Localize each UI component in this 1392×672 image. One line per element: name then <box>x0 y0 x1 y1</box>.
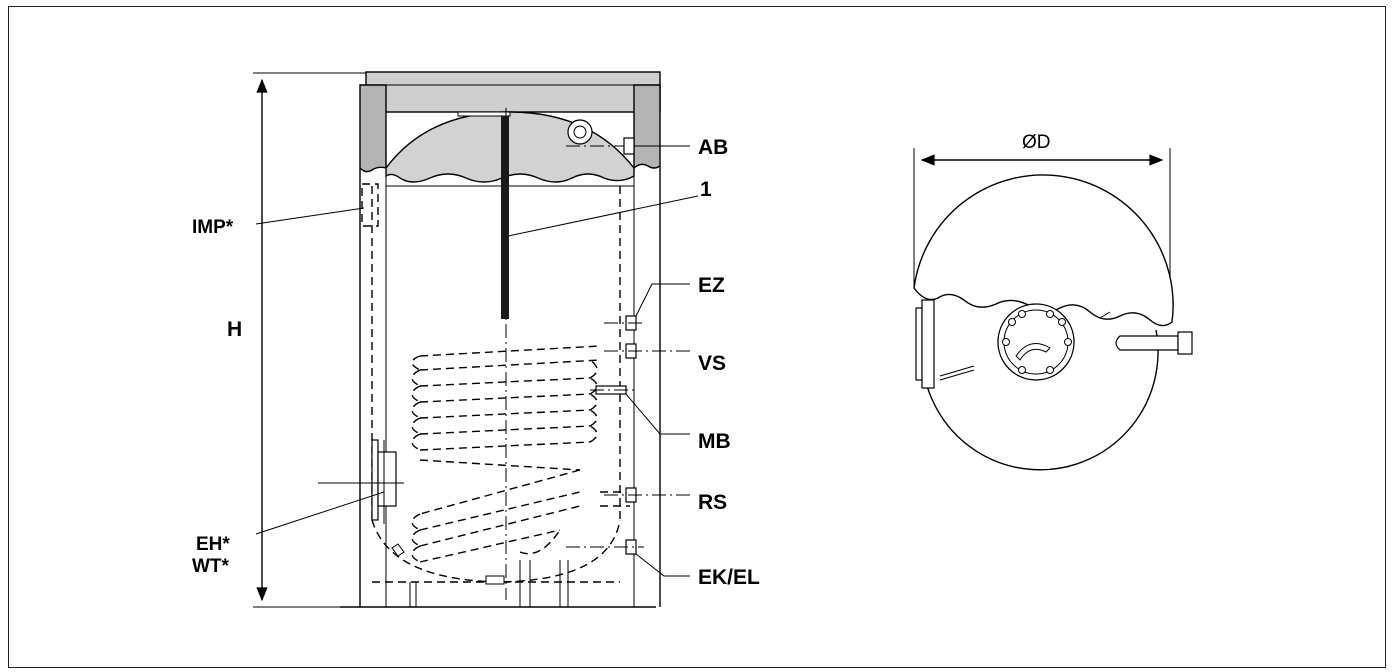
connection-ekel <box>566 539 690 577</box>
tank-top-circle <box>913 174 1174 327</box>
insulation-left <box>359 84 387 173</box>
label-vs: VS <box>698 352 726 375</box>
label-ab: AB <box>698 136 728 159</box>
tank-lid <box>365 71 661 113</box>
side-view: AB 1 IMP* H EZ VS MB RS EH* WT* EK/EL <box>192 71 760 608</box>
inspection-flange <box>997 303 1075 381</box>
connection-mb <box>590 385 690 435</box>
anode-rod <box>501 116 509 319</box>
electric-heater-flange <box>318 439 404 524</box>
label-ekel: EK/EL <box>698 566 760 589</box>
tank-feet <box>340 560 656 608</box>
label-wt: WT* <box>192 556 230 577</box>
connection-rs <box>604 487 690 503</box>
outlet-pipe <box>1115 331 1193 355</box>
connection-vs <box>604 343 690 359</box>
tank-dome <box>385 111 635 183</box>
label-1: 1 <box>700 178 712 201</box>
label-h: H <box>227 318 242 341</box>
imp-sleeve <box>361 183 379 227</box>
label-imp: IMP* <box>192 217 234 238</box>
label-ez: EZ <box>698 274 725 297</box>
top-view: ØD <box>913 132 1193 471</box>
label-diameter: ØD <box>1022 132 1051 153</box>
connection-ez <box>604 283 690 331</box>
insulation-right <box>633 84 661 170</box>
connection-ab <box>566 119 690 155</box>
label-mb: MB <box>698 430 731 453</box>
figure-frame <box>8 6 1386 668</box>
label-rs: RS <box>698 491 727 514</box>
heating-coil <box>411 345 630 563</box>
label-eh: EH* <box>196 534 230 555</box>
